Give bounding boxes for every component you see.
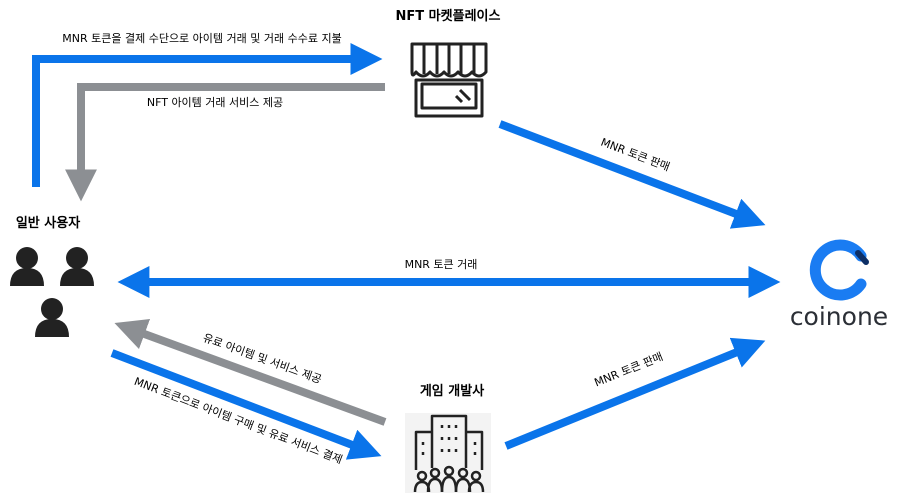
arrow-user-to-developer: [110, 349, 382, 460]
label-marketplace-service: NFT 아이템 거래 서비스 제공: [147, 96, 283, 109]
label-user-pays-developer: MNR 토큰으로 아이템 구매 및 유료 서비스 결제: [132, 375, 344, 467]
arrow-developer-to-user: [114, 319, 387, 426]
label-user-pays-marketplace: MNR 토큰을 결제 수단으로 아이템 거래 및 거래 수수료 지불: [62, 32, 341, 45]
arrow-marketplace-to-exchange: [498, 120, 766, 229]
label-user-exchange-trade: MNR 토큰 거래: [405, 258, 478, 271]
arrow-user-to-marketplace: [32, 43, 383, 187]
building-people-icon: [405, 413, 491, 493]
marketplace-title: NFT 마켓플레이스: [396, 8, 501, 24]
users-title: 일반 사용자: [16, 215, 80, 231]
user-icon: [60, 247, 94, 286]
arrow-marketplace-to-user: [65, 83, 385, 202]
coinone-wordmark: coinone: [790, 302, 888, 331]
arrow-developer-to-exchange: [504, 337, 766, 450]
coinone-logo: coinone: [790, 239, 888, 331]
developer-title: 게임 개발사: [420, 383, 484, 399]
user-icon: [35, 298, 69, 337]
user-icon: [10, 247, 44, 286]
coinone-mark-icon: [809, 239, 869, 301]
storefront-icon: [410, 42, 488, 118]
